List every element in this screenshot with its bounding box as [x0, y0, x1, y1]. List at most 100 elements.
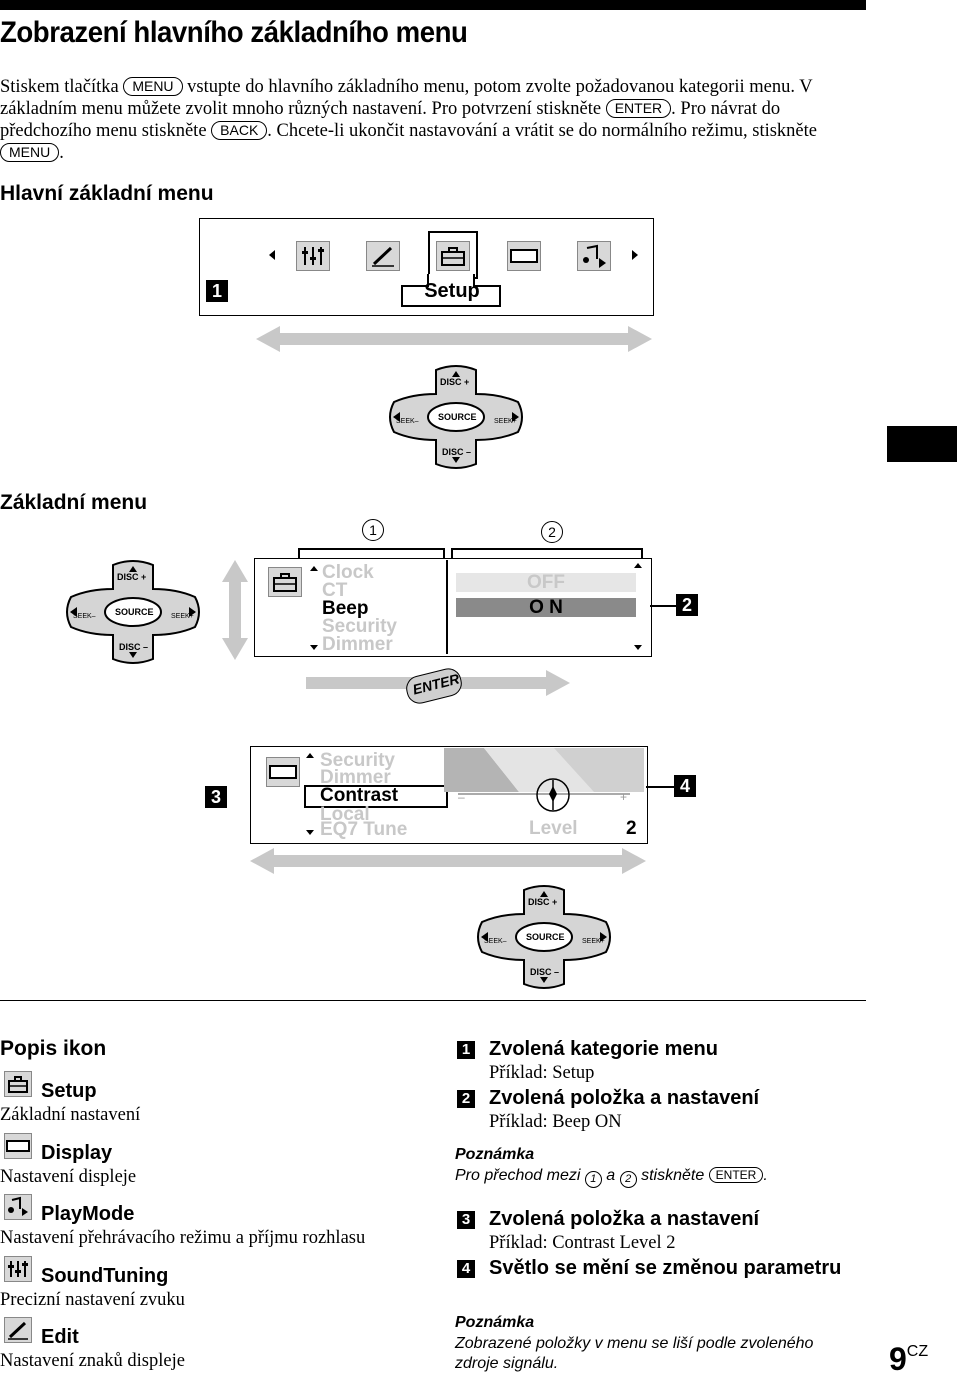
arrow-left-icon	[269, 250, 275, 260]
page-title: Zobrazení hlavního základního menu	[0, 16, 468, 49]
scroll-down-icon	[306, 830, 314, 835]
leader-line	[646, 786, 674, 788]
enter-key: ENTER	[605, 99, 672, 118]
legend-2-title: Zvolená položka a nastavení	[489, 1087, 760, 1109]
menu-item-dimmer: Dimmer	[322, 634, 393, 655]
menu-item-ct: CT	[322, 580, 348, 601]
intro-text: Stiskem tlačítka	[0, 77, 124, 97]
disc-minus-label: DISC –	[442, 447, 472, 457]
circle-1-marker: 1	[584, 1171, 602, 1188]
display-icon	[266, 757, 300, 787]
legend-1-example: Příklad: Setup	[489, 1063, 595, 1083]
option-off: OFF	[527, 572, 565, 593]
legend-edit-name: Edit	[41, 1326, 79, 1348]
setup-icon	[4, 1071, 32, 1097]
disc-plus-label: DISC +	[117, 572, 147, 582]
contrast-gradient-panel	[444, 748, 644, 812]
legend-soundtuning-name: SoundTuning	[41, 1265, 169, 1287]
legend-4-title: Světlo se mění se změnou parametru	[489, 1257, 842, 1279]
menu-item-clock: Clock	[322, 562, 374, 583]
intro-paragraph: Stiskem tlačítka MENU vstupte do hlavníh…	[0, 76, 860, 164]
chapter-tab	[887, 426, 957, 462]
legend-marker-3: 3	[457, 1211, 475, 1229]
scroll-up-icon	[310, 566, 318, 571]
section-divider	[0, 1000, 866, 1001]
note-1-heading: Poznámka	[455, 1146, 535, 1163]
setup-label: Setup	[424, 280, 480, 302]
menu-item-eq7-tune: EQ7 Tune	[320, 819, 408, 840]
playmode-icon	[4, 1194, 32, 1220]
circle-2-marker: 2	[541, 521, 563, 543]
option-on-bg	[456, 598, 636, 617]
page-number: 9CZ	[889, 1336, 928, 1375]
menu-item-beep-selected: Beep	[322, 598, 369, 619]
legend-3-title: Zvolená položka a nastavení	[489, 1208, 760, 1230]
seek-minus-label: SEEK–	[484, 938, 507, 945]
menu-key: MENU	[0, 143, 60, 162]
contrast-screen	[250, 746, 648, 844]
marker-3: 3	[205, 786, 227, 808]
scroll-up-icon	[306, 753, 314, 758]
intro-text: .	[59, 143, 64, 163]
legend-playmode-desc: Nastavení přehrávacího režimu a příjmu r…	[0, 1228, 366, 1248]
menu-item-dimmer: Dimmer	[320, 767, 391, 788]
intro-text: vstupte do hlavního základního menu, pot…	[0, 77, 813, 119]
source-button: SOURCE	[526, 932, 565, 942]
playmode-icon	[577, 241, 611, 271]
note-text: Pro přechod mezi	[455, 1167, 585, 1184]
seek-plus-label: SEEK+	[582, 938, 605, 945]
menu-item-local: Local	[320, 804, 370, 825]
seek-minus-label: SEEK–	[73, 613, 96, 620]
horizontal-double-arrow	[250, 848, 646, 874]
page-number-value: 9	[889, 1341, 907, 1377]
legend-setup-name: Setup	[41, 1080, 97, 1102]
source-button: SOURCE	[438, 412, 477, 422]
disc-plus-label: DISC +	[440, 377, 470, 387]
remote-control: DISC + DISC – SOURCE SEEK– SEEK+	[384, 362, 528, 472]
seek-plus-label: SEEK+	[494, 418, 517, 425]
note-2-text: Zobrazené položky v menu se liší podle z…	[455, 1335, 814, 1372]
note-text: stiskněte	[636, 1167, 709, 1184]
option-on-selected: O N	[529, 597, 563, 618]
circle-2-marker: 2	[619, 1171, 637, 1188]
option-off-bg	[456, 573, 636, 592]
legend-edit-desc: Nastavení znaků displeje	[0, 1351, 185, 1371]
legend-playmode-name: PlayMode	[41, 1203, 135, 1225]
marker-1: 1	[206, 280, 228, 302]
page-suffix: CZ	[906, 1343, 929, 1360]
scroll-down-icon	[634, 645, 642, 650]
basic-menu-screen	[254, 558, 652, 657]
marker-4: 4	[674, 775, 696, 797]
enter-key: ENTER	[708, 1167, 764, 1183]
legend-display-desc: Nastavení displeje	[0, 1167, 137, 1187]
remote-control: DISC + DISC – SOURCE SEEK– SEEK+	[472, 882, 616, 992]
leader-line	[650, 605, 676, 607]
arrow-right-icon	[632, 250, 638, 260]
disc-minus-label: DISC –	[530, 967, 560, 977]
scroll-up-icon	[634, 563, 642, 568]
legend-marker-1: 1	[457, 1041, 475, 1059]
legend-2-example: Příklad: Beep ON	[489, 1112, 622, 1132]
setup-icon	[436, 241, 470, 271]
main-menu-screen	[199, 218, 654, 316]
scroll-down-icon	[310, 645, 318, 650]
circle-1-marker: 1	[362, 519, 384, 541]
legend-marker-4: 4	[457, 1260, 475, 1278]
display-icon	[507, 241, 541, 271]
note-2-heading: Poznámka	[455, 1314, 535, 1331]
edit-icon	[366, 241, 400, 271]
disc-plus-label: DISC +	[528, 897, 558, 907]
top-rule	[0, 0, 866, 10]
legend-soundtuning-desc: Precizní nastavení zvuku	[0, 1290, 185, 1310]
intro-text: . Pro návrat do předchozího menu stiskně…	[0, 99, 781, 141]
legend-marker-2: 2	[457, 1090, 475, 1108]
menu-item-security: Security	[322, 616, 397, 637]
icons-legend-heading: Popis ikon	[0, 1037, 107, 1060]
display-icon	[4, 1133, 32, 1159]
level-label: Level	[529, 818, 578, 839]
level-value: 2	[626, 818, 637, 839]
soundtuning-icon	[296, 241, 330, 271]
section-basic-menu: Základní menu	[0, 491, 148, 514]
selected-item-frame	[304, 785, 448, 808]
menu-item-security: Security	[320, 750, 395, 771]
